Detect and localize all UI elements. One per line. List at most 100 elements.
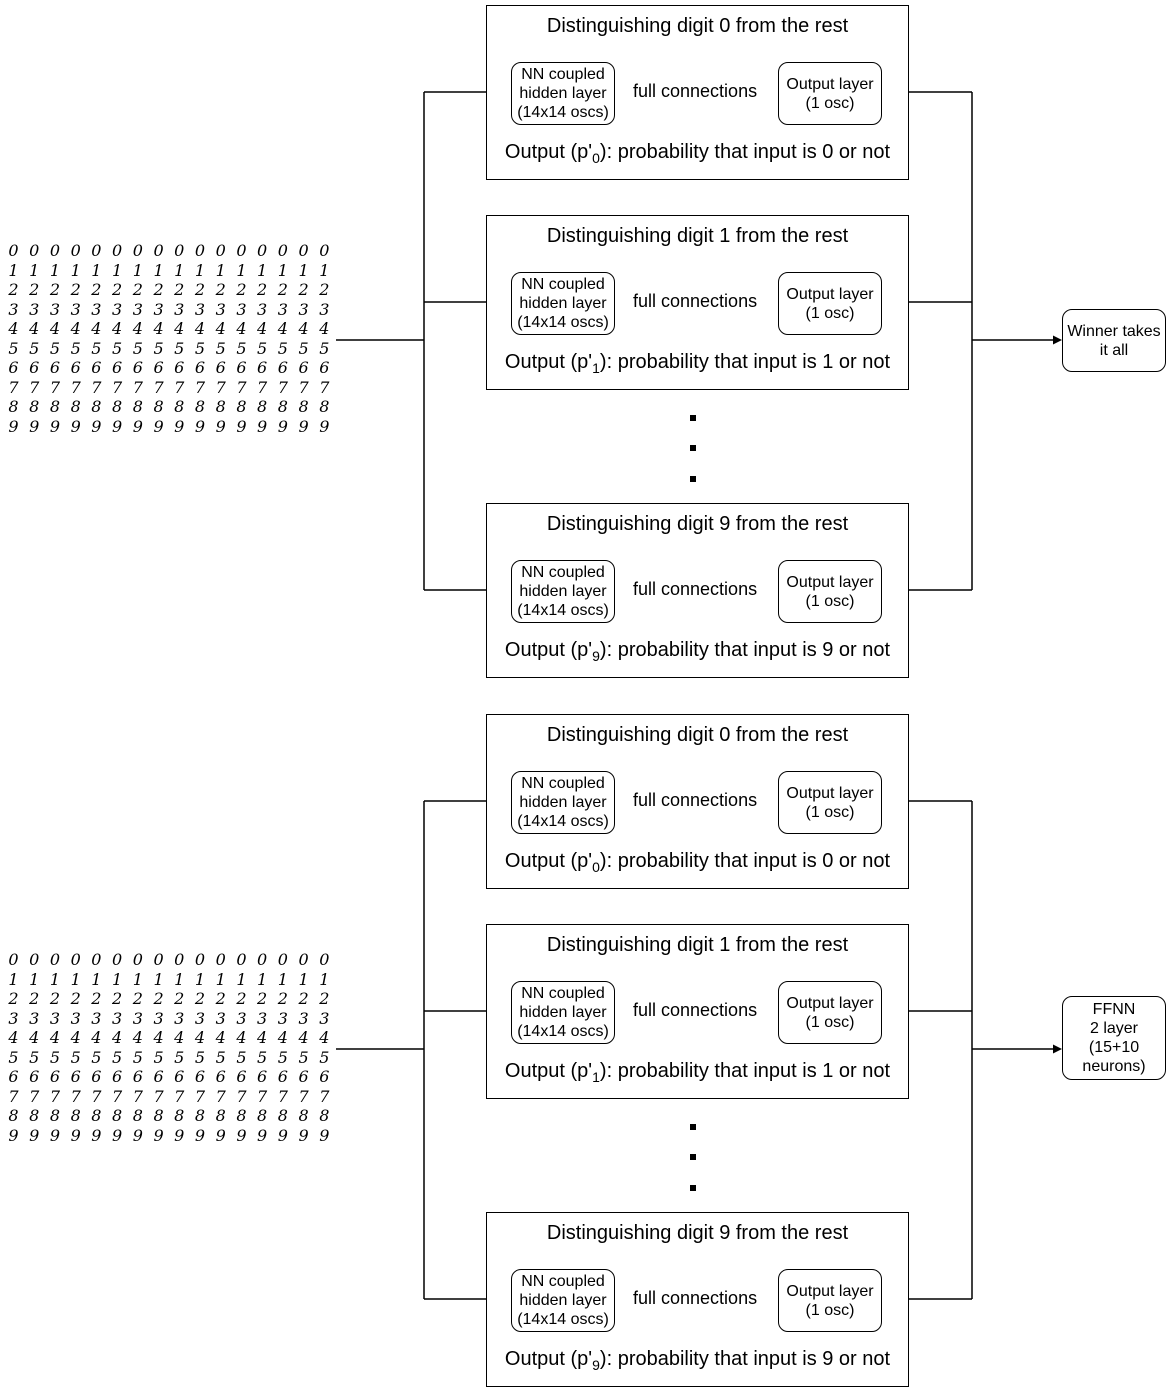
digit-glyph: 6 bbox=[236, 358, 247, 377]
digit-glyph: 6 bbox=[153, 358, 164, 377]
digit-glyph: 7 bbox=[194, 377, 206, 397]
digit-glyph: 1 bbox=[194, 969, 206, 989]
digit-glyph: 7 bbox=[194, 1086, 206, 1106]
text-line: hidden layer bbox=[519, 1004, 607, 1021]
digit-glyph: 4 bbox=[132, 1028, 143, 1047]
digit-glyph: 8 bbox=[236, 397, 247, 416]
digit-glyph: 6 bbox=[29, 1067, 40, 1086]
digit-glyph: 2 bbox=[29, 989, 40, 1008]
output-suffix: ): probability that input is 9 or not bbox=[599, 1348, 891, 1370]
digit-glyph: 8 bbox=[298, 1106, 309, 1125]
digit-glyph: 8 bbox=[319, 397, 330, 416]
digit-glyph: 7 bbox=[49, 1086, 61, 1106]
output-layer-node: Output layer(1 osc) bbox=[778, 981, 882, 1044]
digit-glyph: 5 bbox=[8, 1047, 19, 1067]
digit-glyph: 1 bbox=[215, 260, 226, 280]
digit-glyph: 0 bbox=[194, 241, 206, 260]
digit-glyph: 7 bbox=[70, 377, 81, 397]
digit-glyph: 4 bbox=[70, 319, 81, 338]
output-prefix: Output (p' bbox=[504, 141, 593, 163]
digit-glyph: 2 bbox=[319, 280, 330, 299]
digit-glyph: 8 bbox=[70, 1106, 81, 1125]
digit-glyph: 9 bbox=[257, 1125, 268, 1145]
digit-glyph: 4 bbox=[91, 319, 102, 338]
text-line: Output layer bbox=[786, 285, 874, 303]
output-probability-label: Output (p'1): probability that input is … bbox=[487, 351, 908, 376]
digit-glyph: 6 bbox=[319, 358, 330, 377]
digit-glyph: 4 bbox=[194, 319, 206, 338]
digit-glyph: 0 bbox=[236, 950, 247, 969]
digit-glyph: 9 bbox=[153, 1125, 164, 1145]
text-line: Output layer bbox=[786, 75, 874, 93]
output-probability-label: Output (p'0): probability that input is … bbox=[487, 850, 908, 875]
digit-glyph: 9 bbox=[194, 1125, 206, 1145]
digit-glyph: 5 bbox=[236, 338, 247, 358]
digit-glyph: 6 bbox=[112, 358, 123, 377]
digit-glyph: 5 bbox=[215, 338, 226, 358]
output-probability-label: Output (p'9): probability that input is … bbox=[487, 639, 908, 664]
output-probability-label: Output (p'0): probability that input is … bbox=[487, 141, 908, 166]
digit-glyph: 5 bbox=[29, 338, 40, 358]
digit-glyph: 8 bbox=[257, 1106, 268, 1125]
digit-glyph: 2 bbox=[298, 989, 309, 1008]
digit-glyph: 9 bbox=[70, 416, 81, 436]
digit-glyph: 2 bbox=[236, 280, 247, 299]
digit-glyph: 4 bbox=[194, 1028, 206, 1047]
output-probability-label: Output (p'9): probability that input is … bbox=[487, 1348, 908, 1373]
text-line: (14x14 oscs) bbox=[517, 1023, 609, 1040]
text-line: Output layer bbox=[786, 1282, 874, 1300]
digit-glyph: 2 bbox=[49, 989, 61, 1008]
digit-glyph: 5 bbox=[215, 1047, 226, 1067]
digit-glyph: 0 bbox=[236, 241, 247, 260]
digit-glyph: 9 bbox=[257, 416, 268, 436]
digit-glyph: 6 bbox=[236, 1067, 247, 1086]
digit-glyph: 0 bbox=[153, 950, 164, 969]
digit-glyph: 7 bbox=[112, 1086, 123, 1106]
text-line: hidden layer bbox=[519, 583, 607, 600]
digit-glyph: 5 bbox=[236, 1047, 247, 1067]
digit-glyph: 6 bbox=[215, 1067, 226, 1086]
digit-glyph: 6 bbox=[49, 1067, 61, 1086]
digit-glyph: 1 bbox=[8, 969, 19, 989]
ellipsis-dot bbox=[690, 445, 696, 451]
digit-glyph: 9 bbox=[49, 416, 61, 436]
output-subscript: 0 bbox=[592, 859, 600, 875]
digit-glyph: 9 bbox=[29, 1125, 40, 1145]
digit-glyph: 6 bbox=[49, 358, 61, 377]
digit-glyph: 5 bbox=[132, 1047, 143, 1067]
ellipsis-dot bbox=[690, 476, 696, 482]
digit-glyph: 7 bbox=[91, 377, 102, 397]
digit-glyph: 6 bbox=[298, 358, 309, 377]
digit-glyph: 9 bbox=[112, 1125, 123, 1145]
digit-glyph: 4 bbox=[29, 1028, 40, 1047]
digit-glyph: 6 bbox=[8, 1067, 19, 1086]
digit-glyph: 2 bbox=[319, 989, 330, 1008]
digit-glyph: 1 bbox=[132, 260, 143, 280]
digit-glyph: 2 bbox=[91, 989, 102, 1008]
digit-glyph: 3 bbox=[132, 1008, 143, 1028]
text-line: Output layer bbox=[786, 784, 874, 802]
digit-glyph: 0 bbox=[132, 950, 143, 969]
digit-glyph: 3 bbox=[49, 1008, 61, 1028]
digit-glyph: 6 bbox=[194, 358, 206, 377]
digit-glyph: 0 bbox=[91, 241, 102, 260]
digit-glyph: 5 bbox=[174, 338, 185, 358]
digit-glyph: 8 bbox=[49, 397, 61, 416]
digit-glyph: 5 bbox=[49, 1047, 61, 1067]
digit-glyph: 7 bbox=[298, 377, 309, 397]
digit-glyph: 8 bbox=[277, 397, 288, 416]
digit-glyph: 5 bbox=[298, 338, 309, 358]
digit-glyph: 8 bbox=[91, 1106, 102, 1125]
digit-glyph: 8 bbox=[174, 397, 185, 416]
digit-glyph: 7 bbox=[49, 377, 61, 397]
